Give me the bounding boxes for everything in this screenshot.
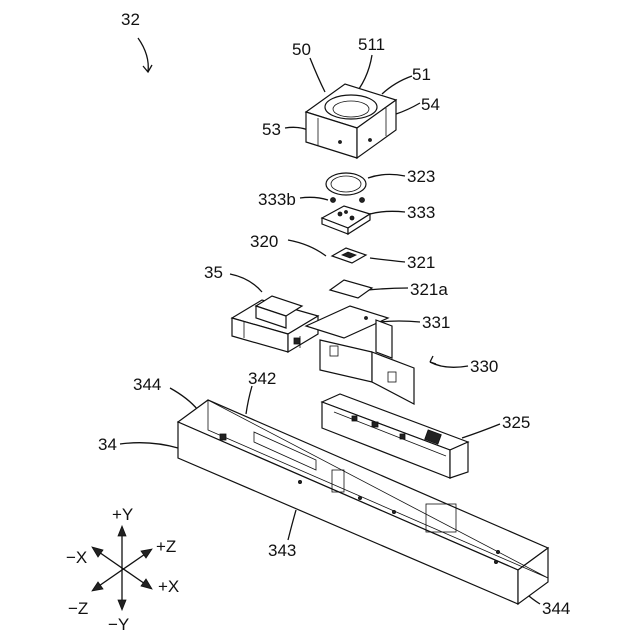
label-331: 331 [422, 313, 450, 332]
label-333: 333 [407, 203, 435, 222]
part-333b-pins [331, 198, 365, 203]
label-325: 325 [502, 413, 530, 432]
label-321a: 321a [410, 280, 448, 299]
axis-label-plus-y: +Y [112, 505, 133, 524]
leader-342 [246, 386, 252, 414]
label-54: 54 [421, 95, 440, 114]
label-320: 320 [250, 232, 278, 251]
plus-z-arrow [141, 549, 152, 558]
label-32: 32 [121, 10, 140, 29]
leader-320 [288, 240, 326, 256]
label-51: 51 [412, 65, 431, 84]
part-321a-sheet [330, 280, 372, 298]
axis-label-minus-y: −Y [108, 615, 129, 634]
label-35: 35 [204, 263, 223, 282]
leader-344-left [170, 388, 198, 410]
leader-333b [300, 197, 328, 200]
label-333b: 333b [258, 190, 296, 209]
leader-331 [380, 321, 420, 322]
part-321-chip [332, 248, 366, 263]
part-50-box [306, 84, 396, 158]
axis-label-minus-z: −Z [68, 599, 88, 618]
plus-y-arrow [118, 526, 126, 536]
label-321: 321 [407, 253, 435, 272]
label-323: 323 [407, 167, 435, 186]
axis-label-minus-x: −X [66, 548, 87, 567]
minus-z-arrow [92, 582, 103, 591]
part-333-plate [322, 206, 370, 234]
leader-53 [285, 127, 308, 130]
label-34: 34 [98, 435, 117, 454]
leader-330 [430, 362, 468, 367]
label-511: 511 [358, 35, 385, 54]
label-342: 342 [248, 369, 276, 388]
leader-50 [310, 58, 325, 92]
leader-321 [370, 258, 405, 262]
minus-y-arrow [118, 600, 126, 610]
label-344-left: 344 [133, 375, 161, 394]
leader-34 [120, 443, 178, 448]
leader-321a [368, 288, 408, 290]
label-50: 50 [292, 40, 311, 59]
part-323-ring [326, 173, 366, 195]
leader-323 [368, 174, 405, 178]
leader-325 [462, 424, 500, 438]
label-330: 330 [470, 357, 498, 376]
leader-51 [382, 76, 412, 94]
part-35-motor [232, 296, 318, 352]
leader-343 [288, 510, 296, 540]
leader-35 [230, 274, 262, 292]
leader-54 [396, 103, 420, 114]
label-53: 53 [262, 120, 281, 139]
leader-333 [370, 211, 405, 214]
plus-x-arrow [141, 579, 152, 589]
leader-330-arrow [430, 356, 436, 364]
minus-x-arrow [92, 547, 103, 557]
label-343: 343 [268, 541, 296, 560]
axis-label-plus-x: +X [158, 577, 179, 596]
leader-32-arrow [143, 65, 152, 72]
label-344-right: 344 [542, 599, 570, 618]
axis-legend [92, 526, 152, 610]
axis-label-plus-z: +Z [156, 537, 176, 556]
